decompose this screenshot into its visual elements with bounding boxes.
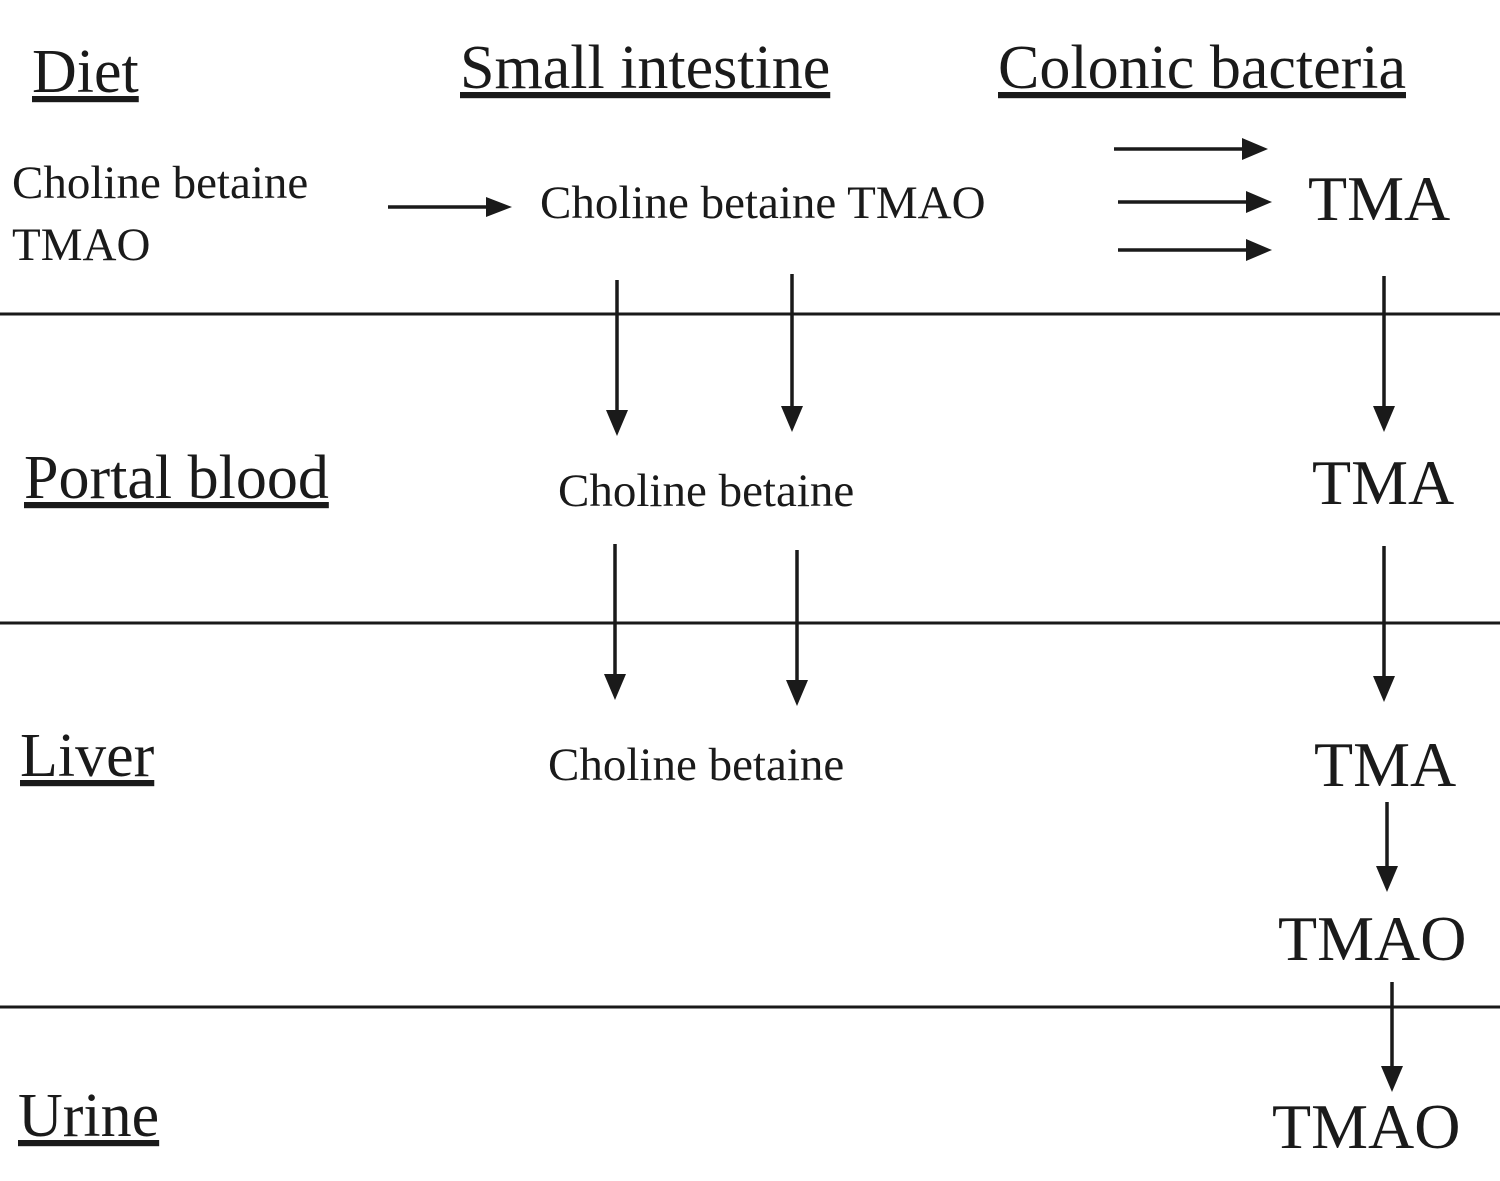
header-colonic-bacteria: Colonic bacteria <box>998 34 1406 102</box>
diet-compounds-line2: TMAO <box>12 219 150 271</box>
liver-tma: TMA <box>1314 729 1456 800</box>
urine-tmao: TMAO <box>1272 1091 1460 1162</box>
colon-tma: TMA <box>1308 163 1450 234</box>
header-liver: Liver <box>20 722 155 790</box>
arrow-choline-to-portal <box>606 280 628 436</box>
header-diet: Diet <box>32 38 139 106</box>
arrow-betaine-to-liver <box>786 550 808 706</box>
arrow-choline-to-liver <box>604 544 626 700</box>
arrow-tmao-to-urine <box>1381 982 1403 1092</box>
liver-tmao: TMAO <box>1278 903 1466 974</box>
portal-blood-compounds: Choline betaine <box>558 465 854 517</box>
liver-compounds: Choline betaine <box>548 739 844 791</box>
arrow-intestine-to-colon-1 <box>1114 138 1268 160</box>
arrow-intestine-to-colon-2 <box>1118 191 1272 213</box>
header-small-intestine: Small intestine <box>460 34 830 102</box>
small-intestine-compounds: Choline betaine TMAO <box>540 177 986 229</box>
portal-blood-tma: TMA <box>1312 447 1454 518</box>
diet-compounds-line1: Choline betaine <box>12 157 308 209</box>
arrow-diet-to-intestine <box>388 197 512 217</box>
arrow-colon-tma-to-portal <box>1373 276 1395 432</box>
header-portal-blood: Portal blood <box>24 444 329 512</box>
arrow-portal-tma-to-liver <box>1373 546 1395 702</box>
arrow-intestine-to-colon-3 <box>1118 239 1272 261</box>
arrow-betaine-to-portal <box>781 274 803 432</box>
arrow-tma-to-tmao <box>1376 802 1398 892</box>
header-urine: Urine <box>18 1082 159 1150</box>
